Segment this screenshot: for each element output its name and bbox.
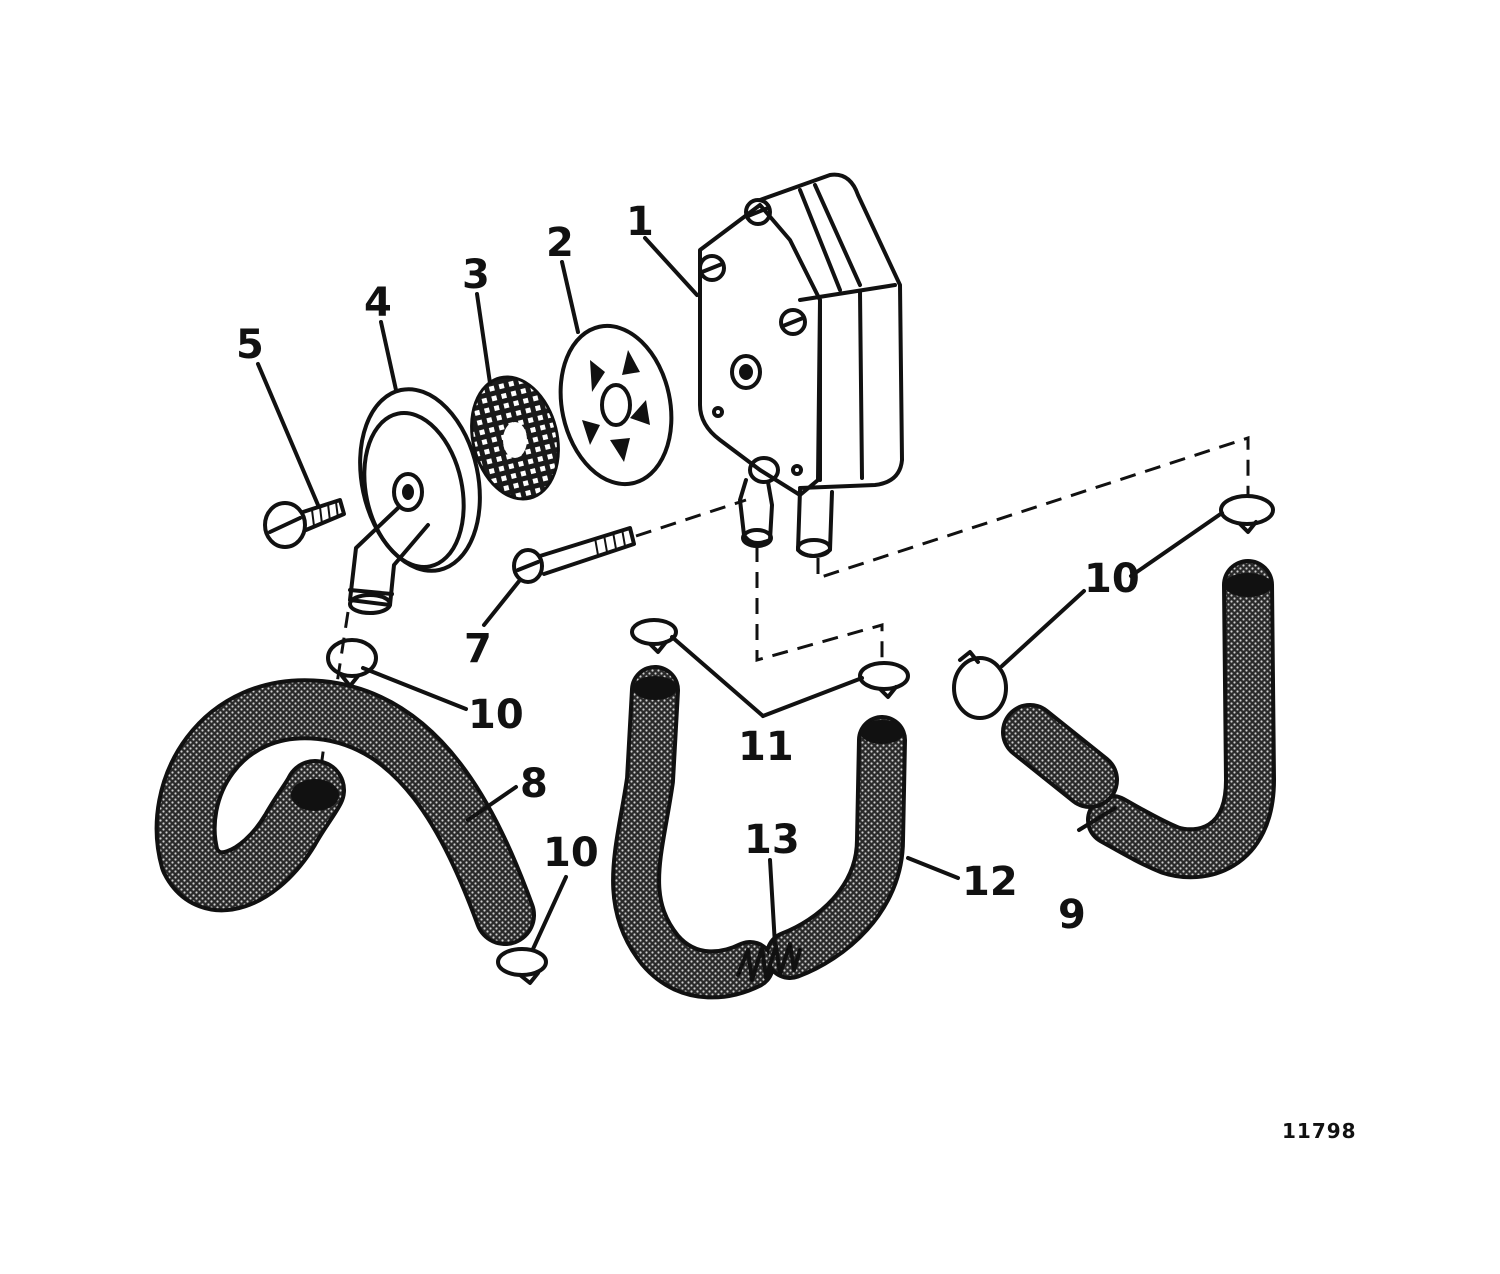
fuel-hose-8 xyxy=(154,678,536,946)
hose-clamps xyxy=(326,494,1275,985)
clamp-11-right xyxy=(858,661,910,691)
clamp-10-right-ring xyxy=(952,656,1008,720)
callout-labels: 1 2 3 4 5 7 10 8 10 11 13 12 10 9 11798 xyxy=(236,199,1357,1143)
clamp-10-upper-left xyxy=(326,638,378,678)
callout-3: 3 xyxy=(462,252,490,298)
cover-screw xyxy=(263,498,346,549)
callout-10-right: 10 xyxy=(1084,556,1140,602)
callout-12: 12 xyxy=(962,859,1018,905)
callout-7: 7 xyxy=(464,626,492,672)
callout-11: 11 xyxy=(738,724,794,770)
callout-10-lower: 10 xyxy=(543,830,599,876)
callout-5: 5 xyxy=(236,322,264,368)
spring-13 xyxy=(736,942,802,982)
fuel-pump-body xyxy=(698,172,904,558)
clamp-10-lower xyxy=(496,947,548,977)
screen-retainer-disc xyxy=(558,323,674,487)
callout-10-upper-left: 10 xyxy=(468,692,524,738)
clamp-11-left xyxy=(630,618,678,646)
callout-4: 4 xyxy=(364,280,392,326)
fuel-hose-12 xyxy=(611,665,907,1000)
callout-13: 13 xyxy=(744,817,800,863)
callout-9: 9 xyxy=(1058,892,1086,938)
callout-8: 8 xyxy=(520,761,548,807)
long-screw xyxy=(512,526,636,584)
filter-cover xyxy=(348,387,482,615)
clamp-10-upper-right xyxy=(1219,494,1275,526)
callout-2: 2 xyxy=(546,220,574,266)
fuel-hose-9 xyxy=(1001,559,1276,880)
figure-number: 11798 xyxy=(1282,1119,1357,1143)
filter-screen xyxy=(470,375,560,501)
callout-1: 1 xyxy=(626,199,654,245)
leader-lines xyxy=(256,236,1224,951)
